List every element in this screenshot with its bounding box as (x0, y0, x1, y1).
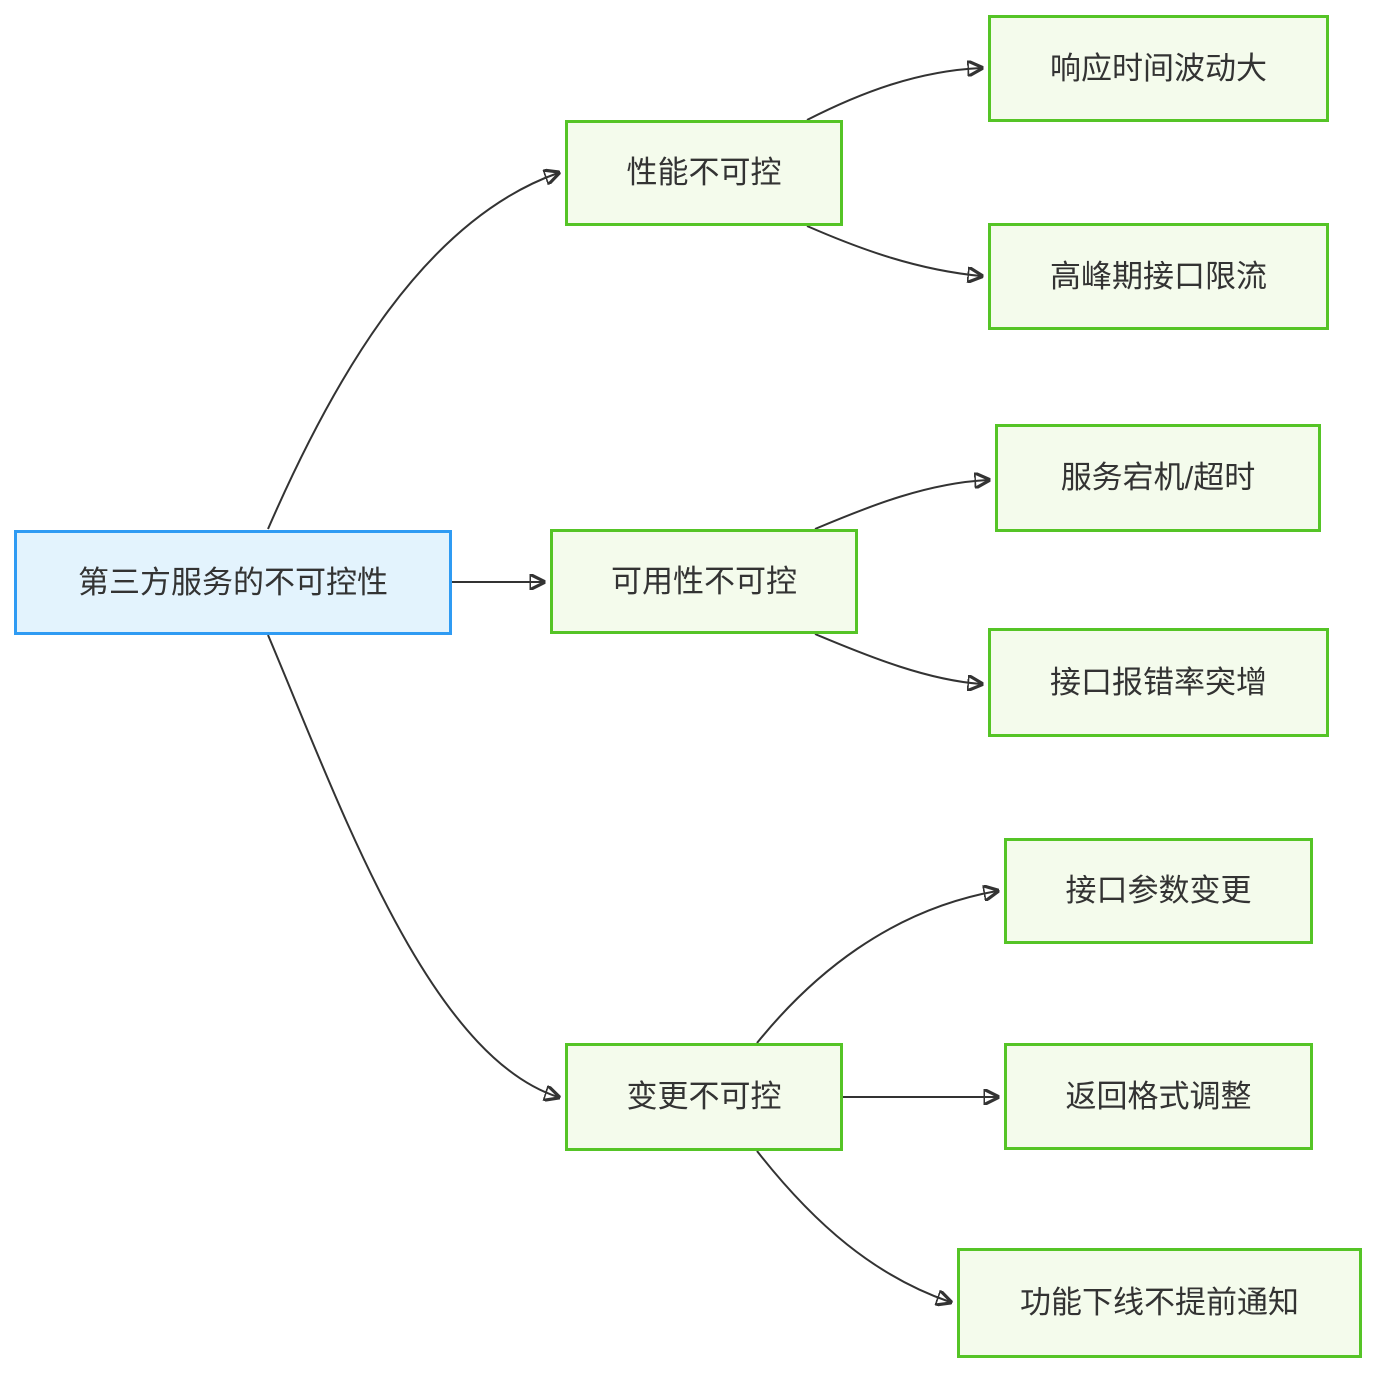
edge-change-params (756, 891, 997, 1044)
node-leaf-label: 接口报错率突增 (1050, 664, 1267, 700)
node-branch-change[interactable]: 变更不可控 (565, 1043, 843, 1151)
node-branch-availability[interactable]: 可用性不可控 (550, 529, 858, 634)
node-leaf-peak-rate-limit[interactable]: 高峰期接口限流 (988, 223, 1329, 330)
node-branch-availability-label: 可用性不可控 (611, 563, 797, 599)
node-root-third-party-uncontrollability[interactable]: 第三方服务的不可控性 (14, 530, 452, 635)
node-leaf-label: 接口参数变更 (1065, 873, 1252, 909)
edge-performance-latency (806, 68, 981, 121)
node-branch-performance-label: 性能不可控 (626, 155, 782, 191)
node-leaf-label: 功能下线不提前通知 (1020, 1285, 1299, 1321)
node-leaf-param-change[interactable]: 接口参数变更 (1004, 838, 1313, 944)
edge-root-performance (267, 173, 558, 530)
node-leaf-label: 服务宕机/超时 (1060, 460, 1256, 496)
node-root-label: 第三方服务的不可控性 (78, 564, 388, 600)
node-leaf-downtime-timeout[interactable]: 服务宕机/超时 (995, 424, 1321, 532)
node-leaf-label: 响应时间波动大 (1050, 50, 1267, 86)
node-leaf-response-time-fluctuation[interactable]: 响应时间波动大 (988, 15, 1329, 122)
edge-performance-ratelimit (806, 225, 981, 276)
node-leaf-offline-without-notice[interactable]: 功能下线不提前通知 (957, 1248, 1362, 1358)
node-branch-performance[interactable]: 性能不可控 (565, 120, 843, 226)
node-leaf-label: 返回格式调整 (1065, 1078, 1252, 1114)
edge-availability-errorrate (814, 633, 981, 684)
edge-change-offline (756, 1150, 950, 1302)
node-leaf-error-rate-spike[interactable]: 接口报错率突增 (988, 628, 1329, 737)
edge-availability-downtime (814, 480, 988, 530)
edge-root-change (267, 634, 558, 1097)
node-branch-change-label: 变更不可控 (626, 1079, 782, 1115)
node-leaf-format-change[interactable]: 返回格式调整 (1004, 1043, 1313, 1150)
node-leaf-label: 高峰期接口限流 (1050, 258, 1267, 294)
